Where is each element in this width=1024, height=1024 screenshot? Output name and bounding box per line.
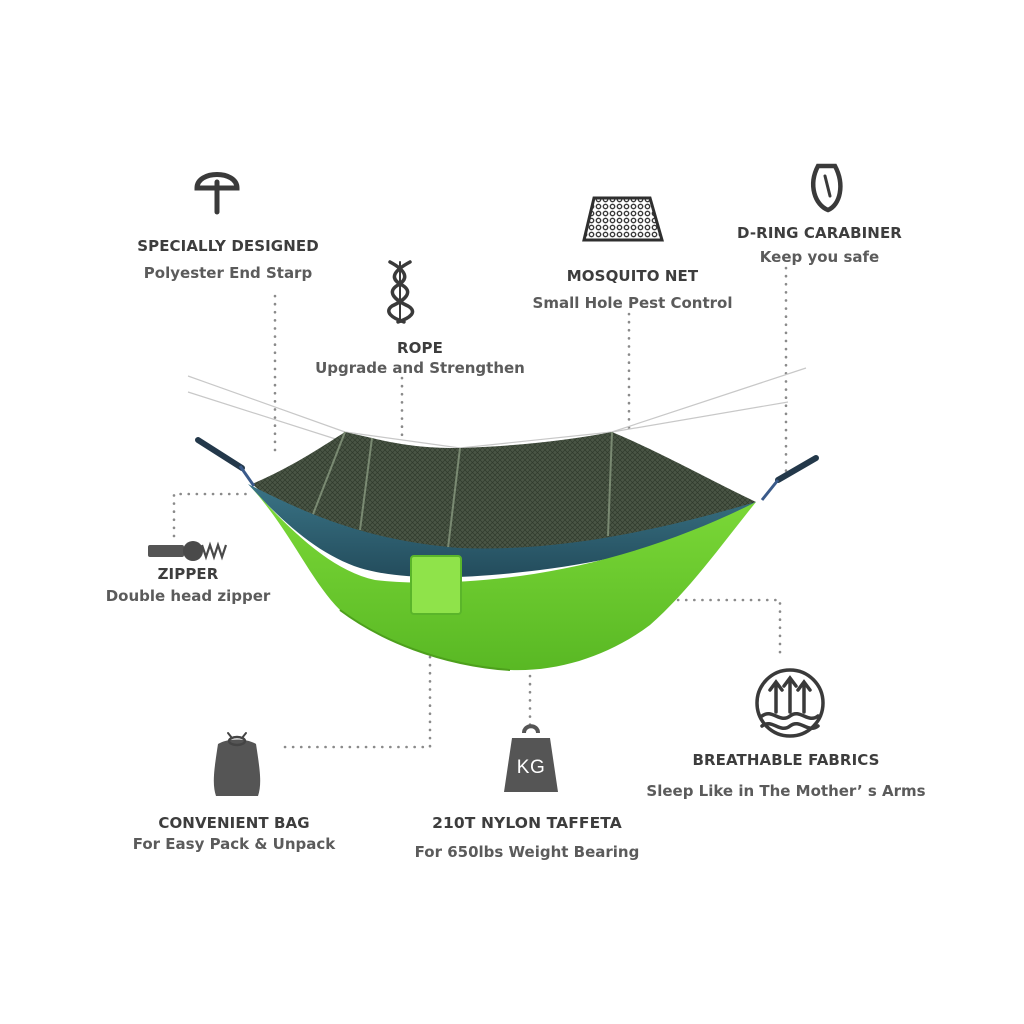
weight-icon-label: KG bbox=[516, 757, 546, 778]
feature-subtitle: Double head zipper bbox=[105, 587, 271, 605]
feature-breathable-fabrics: BREATHABLE FABRICS Sleep Like in The Mot… bbox=[638, 750, 934, 801]
feature-subtitle: Polyester End Starp bbox=[143, 264, 313, 282]
zipper-icon bbox=[148, 541, 228, 561]
feature-title: ZIPPER bbox=[157, 565, 219, 583]
feature-title: D-RING CARABINER bbox=[737, 224, 902, 242]
leader-bag bbox=[283, 638, 432, 749]
feature-title: BREATHABLE FABRICS bbox=[692, 751, 880, 769]
strap-icon bbox=[194, 172, 240, 215]
feature-specially-designed: SPECIALLY DESIGNED Polyester End Starp bbox=[128, 236, 328, 283]
feature-subtitle: Small Hole Pest Control bbox=[532, 294, 733, 312]
leader-lines bbox=[172, 266, 788, 749]
feature-subtitle: Keep you safe bbox=[759, 248, 880, 266]
feature-convenient-bag: CONVENIENT BAG For Easy Pack & Unpack bbox=[118, 813, 350, 854]
mesh-icon bbox=[582, 196, 664, 242]
weight-icon bbox=[504, 724, 558, 792]
rope-icon bbox=[387, 260, 415, 324]
suspension-strings bbox=[187, 367, 807, 449]
feature-d-ring-carabiner: D-RING CARABINER Keep you safe bbox=[722, 223, 917, 267]
feature-title: MOSQUITO NET bbox=[566, 267, 699, 285]
leader-zipper bbox=[172, 492, 252, 538]
leader-breath bbox=[668, 598, 782, 662]
feature-title: SPECIALLY DESIGNED bbox=[137, 237, 319, 255]
feature-title: 210T NYLON TAFFETA bbox=[432, 814, 622, 832]
net-poles bbox=[309, 431, 613, 549]
feature-subtitle: Upgrade and Strengthen bbox=[315, 359, 525, 377]
bag-icon bbox=[213, 732, 261, 796]
feature-title: ROPE bbox=[397, 339, 443, 357]
mosquito-net bbox=[252, 432, 756, 550]
feature-subtitle: For 650lbs Weight Bearing bbox=[414, 843, 640, 861]
feature-subtitle: For Easy Pack & Unpack bbox=[132, 835, 336, 853]
feature-subtitle: Sleep Like in The Mother’ s Arms bbox=[646, 782, 926, 800]
end-straps bbox=[195, 437, 819, 501]
breathable-icon bbox=[755, 668, 825, 738]
feature-title: CONVENIENT BAG bbox=[158, 814, 310, 832]
carabiner-icon bbox=[811, 163, 843, 213]
feature-nylon-taffeta: 210T NYLON TAFFETA For 650lbs Weight Bea… bbox=[402, 813, 652, 862]
feature-mosquito-net: MOSQUITO NET Small Hole Pest Control bbox=[525, 266, 740, 313]
pocket-flap bbox=[410, 555, 462, 615]
feature-zipper: ZIPPER Double head zipper bbox=[98, 564, 278, 606]
feature-rope: ROPE Upgrade and Strengthen bbox=[305, 338, 535, 378]
hammock-outer bbox=[250, 486, 756, 671]
